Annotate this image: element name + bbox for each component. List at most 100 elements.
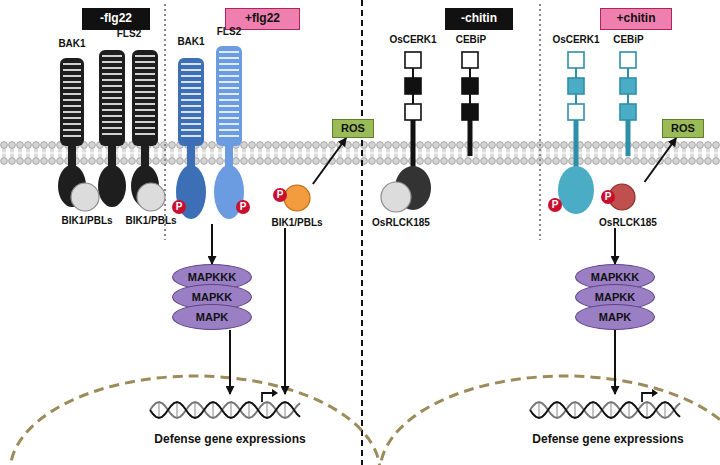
lysm-domain (462, 104, 478, 120)
lrr-stripe (219, 111, 239, 113)
lrr-stripe (135, 97, 155, 99)
signal-arrow (229, 330, 231, 394)
transmembrane-domain (68, 141, 76, 167)
kinase-osrlck185: OsRLCK185 (366, 182, 436, 228)
signal-arrow (313, 138, 346, 184)
transmembrane-domain (108, 141, 116, 167)
condition-label: -flg22 (82, 8, 150, 30)
lrr-ectodomain (132, 50, 158, 146)
signal-arrow (614, 330, 616, 394)
transmembrane-domain (141, 141, 149, 167)
signal-arrow (284, 228, 286, 394)
lrr-stripe (135, 55, 155, 57)
kinase-circle (284, 185, 310, 211)
lrr-stripe (102, 127, 122, 129)
receptor-oscerk1-shape (545, 34, 607, 216)
lrr-stripe (135, 115, 155, 117)
lrr-stripe (63, 93, 81, 95)
mapk-cascade: MAPK (575, 304, 655, 330)
transcription-start-arrowhead (272, 389, 278, 397)
membrane-anchor (626, 120, 631, 156)
node-label: MAPK (196, 311, 228, 323)
lrr-stripe (219, 135, 239, 137)
lrr-stripe (135, 103, 155, 105)
lrr-stripe (181, 111, 201, 113)
phospho-label: P (273, 188, 287, 202)
lrr-stripe (181, 117, 201, 119)
lysm-domain (462, 78, 478, 94)
lysm-domain (620, 104, 636, 120)
lrr-stripe (219, 129, 239, 131)
domain-linker (575, 68, 577, 78)
lrr-stripe (63, 111, 81, 113)
kinase-domain (558, 166, 594, 214)
receptor-cebip: CEBiP (605, 34, 652, 164)
lrr-stripe (219, 117, 239, 119)
lrr-stripe (63, 117, 81, 119)
lrr-stripe (102, 73, 122, 75)
membrane-anchor (411, 120, 416, 167)
node-label: ROS (671, 122, 695, 134)
domain-linker (575, 94, 577, 104)
lrr-stripe (63, 63, 81, 65)
lrr-stripe (181, 75, 201, 77)
lrr-stripe (63, 99, 81, 101)
node-label: -chitin (461, 12, 497, 25)
lrr-stripe (102, 109, 122, 111)
node-label: OsCERK1 (552, 34, 599, 45)
receptor-oscerk1: OsCERK1 (545, 34, 607, 216)
lrr-stripe (102, 91, 122, 93)
lrr-stripe (181, 105, 201, 107)
membrane-anchor (574, 120, 579, 167)
kinase-circle (381, 182, 411, 212)
lrr-stripe (181, 87, 201, 89)
lrr-stripe (135, 109, 155, 111)
lrr-stripe (181, 123, 201, 125)
lrr-stripe (63, 135, 81, 137)
node-label: Defense gene expressions (532, 433, 683, 446)
dna-strand (530, 402, 680, 418)
lrr-stripe (219, 93, 239, 95)
node-label: OsCERK1 (389, 34, 436, 45)
node-label: BAK1 (58, 38, 85, 49)
phospho-marker: P (273, 188, 287, 202)
lrr-stripe (63, 123, 81, 125)
lrr-stripe (135, 121, 155, 123)
lrr-ectodomain (60, 58, 84, 146)
lysm-domain (568, 104, 584, 120)
kinase-circle (137, 183, 165, 211)
node-label: CEBiP (456, 34, 487, 45)
ros-box: ROS (332, 119, 374, 138)
node-label: MAPKK (595, 291, 635, 303)
lrr-stripe (219, 57, 239, 59)
lrr-stripe (219, 81, 239, 83)
dna-strand (150, 402, 300, 418)
lrr-stripe (135, 133, 155, 135)
lysm-domain (462, 52, 478, 68)
lrr-stripe (181, 63, 201, 65)
phospho-label: P (172, 200, 186, 214)
dna-gene: Defense gene expressions (120, 394, 340, 446)
lrr-stripe (102, 133, 122, 135)
node-label: BAK1 (177, 36, 204, 47)
divider-dotted (164, 4, 166, 240)
lrr-stripe (102, 115, 122, 117)
transmembrane-domain (225, 141, 233, 167)
nucleus-envelope (380, 376, 720, 465)
node-label: Defense gene expressions (154, 433, 305, 446)
node-label: FLS2 (217, 26, 241, 37)
dna-gene: Defense gene expressions (500, 394, 716, 446)
phospho-marker: P (548, 198, 562, 212)
node-label: BIK1/PBLs (125, 215, 176, 226)
domain-linker (469, 68, 471, 78)
lrr-stripe (102, 97, 122, 99)
transcription-start-arrow (262, 393, 273, 402)
lrr-ectodomain (99, 50, 125, 146)
phospho-marker: P (172, 200, 186, 214)
node-label: MAPKKK (188, 271, 236, 283)
node-label: OsRLCK185 (599, 217, 657, 228)
transcription-start-arrow (642, 393, 653, 402)
lrr-stripe (135, 85, 155, 87)
